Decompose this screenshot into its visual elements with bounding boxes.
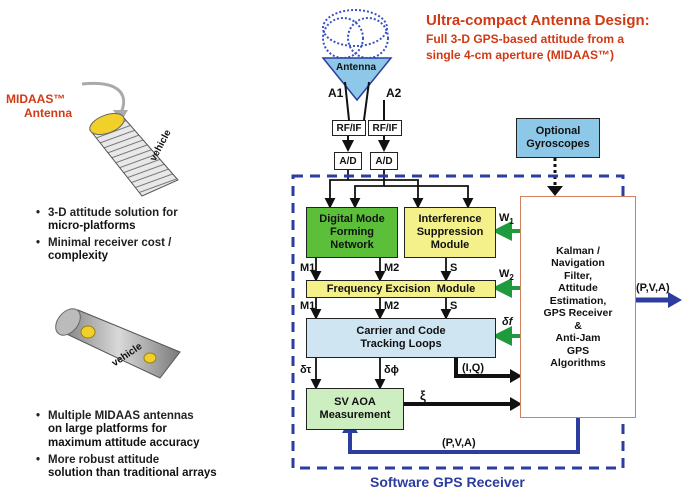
- interference-suppression-module: Interference Suppression Module: [404, 207, 496, 258]
- ism-line: Module: [430, 239, 470, 251]
- kalman-line: &: [574, 319, 582, 332]
- ctl-line: Carrier and Code: [356, 325, 446, 337]
- frequency-excision-module: Frequency Excision Module: [306, 280, 496, 298]
- delta-tau-label: δτ: [300, 364, 312, 376]
- midaas-label: MIDAAS™: [6, 92, 66, 106]
- vehicle-platform-illustration: [55, 308, 181, 379]
- bullet-text-cont: complexity: [48, 250, 109, 262]
- a2-label: A2: [386, 86, 402, 100]
- bullet-text-cont: on large platforms for: [48, 423, 167, 435]
- s-label: S: [450, 300, 458, 312]
- bullet-text: 3-D attitude solution for: [36, 206, 178, 220]
- gyro-line: Optional: [535, 125, 581, 137]
- ad-box-1: A/D: [334, 152, 362, 170]
- delta-phi-label: δϕ: [384, 364, 399, 376]
- dmf-line: Network: [330, 239, 374, 251]
- m1-label: M1: [300, 262, 316, 274]
- bullet-text-cont: solution than traditional arrays: [48, 467, 217, 479]
- w2-sub: 2: [509, 273, 514, 283]
- header-subtitle-line-2: single 4-cm aperture (MIDAAS™): [426, 48, 615, 62]
- m2-label: M2: [384, 300, 400, 312]
- rfif-label: RF/IF: [372, 122, 398, 134]
- xi-label: ξ: [420, 388, 426, 403]
- delta-f-label: δf: [502, 316, 513, 328]
- software-gps-receiver-label: Software GPS Receiver: [370, 474, 525, 490]
- midaas-antenna-illustration: [89, 113, 179, 197]
- header-title: Ultra-compact Antenna Design:: [426, 12, 650, 29]
- bullet-text: More robust attitude: [36, 453, 159, 467]
- ad-label: A/D: [375, 155, 393, 167]
- ctl-line: Tracking Loops: [360, 338, 442, 350]
- pva-feedback-label: (P,V,A): [442, 437, 476, 449]
- rfif-box-1: RF/IF: [332, 120, 366, 136]
- ad-box-2: A/D: [370, 152, 398, 170]
- header-subtitle-line-1: Full 3-D GPS-based attitude from a: [426, 32, 625, 46]
- a1-label: A1: [328, 86, 344, 100]
- w1-label: W1: [499, 212, 514, 226]
- bullet-text-cont: micro-platforms: [48, 220, 136, 232]
- sv-line: Measurement: [319, 409, 391, 421]
- dmf-line: Digital Mode: [319, 213, 385, 225]
- m2-label: M2: [384, 262, 400, 274]
- m1-label: M1: [300, 300, 316, 312]
- w2-text: W: [499, 268, 510, 280]
- kalman-line: GPS: [566, 344, 590, 357]
- sv-aoa-measurement: SV AOA Measurement: [306, 388, 404, 430]
- gyro-line: Gyroscopes: [526, 138, 590, 150]
- antenna-pattern-icon: [322, 9, 389, 59]
- kalman-line: Anti-Jam: [555, 332, 601, 344]
- sv-line: SV AOA: [334, 396, 376, 408]
- kalman-line: Filter,: [563, 269, 592, 282]
- dmf-line: Forming: [330, 226, 374, 238]
- kalman-line: Attitude: [558, 282, 598, 294]
- ad-label: A/D: [339, 155, 357, 167]
- bullet-text: Minimal receiver cost /: [36, 236, 171, 250]
- antenna-triangle: [321, 57, 393, 102]
- kalman-line: Navigation: [551, 257, 605, 269]
- ism-line: Interference: [418, 213, 482, 225]
- kalman-navigation-filter: Kalman / Navigation Filter, Attitude Est…: [520, 196, 636, 418]
- rfif-label: RF/IF: [336, 122, 362, 134]
- fem-label: Frequency Excision Module: [326, 282, 476, 295]
- iq-label: (I,Q): [462, 362, 484, 374]
- kalman-line: Algorithms: [550, 357, 606, 369]
- pva-output-label: (P,V,A): [636, 282, 670, 294]
- kalman-line: GPS Receiver: [543, 307, 613, 319]
- bullet-text: Multiple MIDAAS antennas: [36, 409, 194, 423]
- midaas-label-2: Antenna: [24, 106, 72, 120]
- w1-sub: 1: [509, 217, 514, 227]
- w1-text: W: [499, 212, 510, 224]
- kalman-line: Kalman /: [556, 244, 600, 257]
- rfif-box-2: RF/IF: [368, 120, 402, 136]
- gyroscopes-box: Optional Gyroscopes: [516, 118, 600, 158]
- antenna-label: Antenna: [336, 62, 376, 73]
- w2-label: W2: [499, 268, 514, 282]
- bullet-text-cont: maximum attitude accuracy: [48, 437, 200, 449]
- s-label: S: [450, 262, 458, 274]
- digital-mode-forming-network: Digital Mode Forming Network: [306, 207, 398, 258]
- carrier-code-tracking-loops: Carrier and Code Tracking Loops: [306, 318, 496, 358]
- ism-line: Suppression: [416, 226, 484, 238]
- kalman-line: Estimation,: [549, 294, 607, 307]
